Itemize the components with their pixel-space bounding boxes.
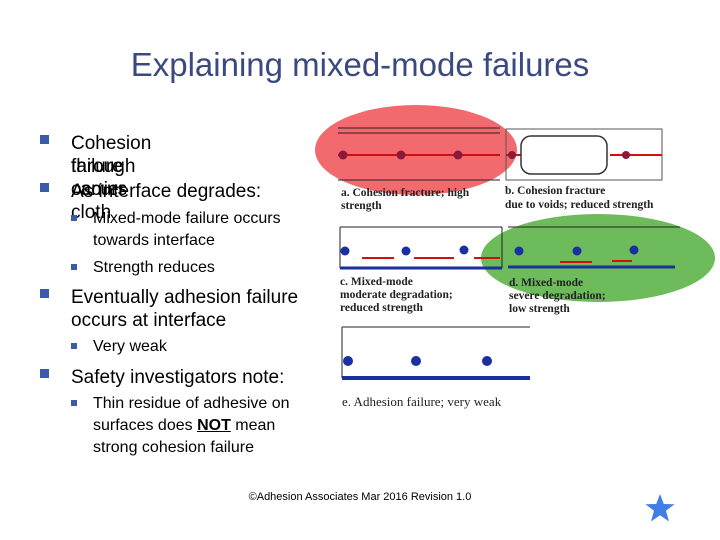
bullet-text: Cohesion failure occurs: [71, 133, 152, 200]
panel-e: e. Adhesion failure; very weak: [341, 326, 530, 409]
bullet-marker: [40, 183, 49, 192]
fibre-dot: [629, 245, 639, 255]
bullet-marker: [71, 215, 77, 221]
bullet-marker: [40, 369, 49, 378]
bullet-text: Thin residue of adhesive on: [93, 395, 290, 412]
void-shape: [520, 135, 608, 175]
fibre-dot: [514, 246, 524, 256]
panel-d-caption: low strength: [509, 303, 570, 315]
fibre-dot: [453, 150, 463, 160]
panel-d-caption: d. Mixed-mode: [509, 277, 583, 289]
panel-b-caption: b. Cohesion fracture: [505, 185, 605, 197]
star-icon: [645, 494, 675, 522]
panel-d-caption: severe degradation;: [509, 290, 606, 302]
panel-a-caption: strength: [341, 200, 382, 212]
fibre-dot: [396, 150, 406, 160]
fibre-dot: [482, 356, 492, 366]
fibre-dot: [340, 246, 350, 256]
bullet-text: Safety investigators note:: [71, 367, 285, 388]
bullet-marker: [40, 135, 49, 144]
panel-a-caption: a. Cohesion fracture; high: [341, 187, 470, 199]
footer-copyright: ©Adhesion Associates Mar 2016 Revision 1…: [248, 491, 472, 503]
highlight-red-ellipse: [315, 105, 517, 195]
fibre-dot: [401, 246, 411, 256]
fibre-dot: [572, 246, 582, 256]
bullet-text-part: mean: [230, 417, 276, 434]
bullet-text: through carrier cloth: [71, 156, 136, 223]
fibre-dot: [338, 150, 348, 160]
fibre-dot: [508, 151, 516, 159]
highlight-green-ellipse: [481, 214, 715, 302]
fibre-dot: [459, 245, 469, 255]
bullet-text: Mixed-mode failure occurs: [93, 210, 281, 227]
panel-a: a. Cohesion fracture; high strength: [338, 127, 500, 212]
bullet-text: Very weak: [93, 338, 167, 355]
panel-c-caption: c. Mixed-mode: [340, 276, 413, 288]
bullet-text-part: surfaces does: [93, 417, 198, 434]
emphasis-not: NOT: [197, 417, 231, 434]
panel-b-caption: due to voids; reduced strength: [505, 199, 654, 211]
panel-c: c. Mixed-mode moderate degradation; redu…: [339, 226, 503, 314]
bullet-text: surfaces does NOT mean: [93, 415, 343, 437]
panel-c-caption: reduced strength: [340, 302, 424, 314]
bullet-text: towards interface: [93, 232, 215, 249]
bullet-text: strong cohesion failure: [93, 439, 254, 456]
bullet-text: Strength reduces: [93, 259, 215, 276]
fibre-dot: [411, 356, 421, 366]
bullet-marker: [71, 400, 77, 406]
slide-title: Explaining mixed-mode failures: [130, 46, 590, 83]
panel-e-caption: e. Adhesion failure; very weak: [342, 394, 502, 409]
bullet-marker: [71, 264, 77, 270]
panel-b: b. Cohesion fracture due to voids; reduc…: [505, 128, 663, 211]
bullet-text: Eventually adhesion failure: [71, 287, 299, 308]
fibre-dot: [622, 151, 630, 159]
bullet-text: As interface degrades:: [71, 181, 262, 202]
bullet-text: occurs at interface: [71, 310, 227, 331]
bullet-marker: [40, 289, 49, 298]
panel-d: d. Mixed-mode severe degradation; low st…: [508, 226, 680, 315]
fibre-dot: [343, 356, 353, 366]
bullet-marker: [71, 343, 77, 349]
panel-c-caption: moderate degradation;: [340, 289, 453, 301]
